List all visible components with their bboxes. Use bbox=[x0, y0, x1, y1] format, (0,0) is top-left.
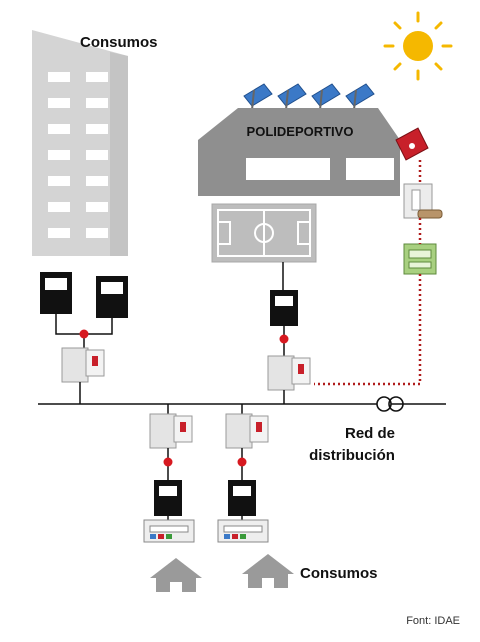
energy-meter-icon bbox=[403, 243, 437, 275]
meter-icon bbox=[270, 290, 298, 326]
junction-dot bbox=[79, 329, 89, 339]
solar-panels bbox=[243, 83, 375, 111]
sports-court bbox=[211, 203, 317, 263]
solar-panel-icon bbox=[277, 83, 307, 111]
distribution-panel-icon bbox=[149, 413, 193, 449]
disconnect-switch-icon bbox=[403, 183, 443, 219]
homes-consumption-label: Consumos bbox=[300, 565, 378, 582]
meter-icon bbox=[40, 272, 72, 314]
junction-dot bbox=[279, 334, 289, 344]
sun-icon bbox=[383, 11, 453, 81]
distribution-panel-icon bbox=[225, 413, 269, 449]
sports-centre-label: POLIDEPORTIVO bbox=[247, 124, 354, 139]
breaker-panel-icon bbox=[143, 519, 195, 543]
breaker-panel-icon bbox=[217, 519, 269, 543]
building-consumption-label: Consumos bbox=[80, 34, 158, 51]
junction-dot bbox=[237, 457, 247, 467]
solar-panel-icon bbox=[345, 83, 375, 111]
distribution-panel-icon bbox=[267, 355, 311, 391]
source-credit: Font: IDAE bbox=[406, 615, 460, 627]
solar-panel-icon bbox=[243, 83, 273, 111]
sports-centre-building bbox=[198, 108, 400, 196]
apartment-building bbox=[32, 30, 128, 256]
junction-dot bbox=[163, 457, 173, 467]
inverter-icon bbox=[395, 127, 429, 161]
pv-to-panel-link bbox=[314, 274, 422, 386]
grid-label-line2: distribución bbox=[309, 447, 395, 464]
house-icon bbox=[150, 558, 202, 592]
distribution-panel-icon bbox=[61, 347, 105, 383]
meter-icon bbox=[228, 480, 256, 516]
solar-panel-icon bbox=[311, 83, 341, 111]
grid-label-line1: Red de bbox=[345, 425, 395, 442]
meter-icon bbox=[154, 480, 182, 516]
house-icon bbox=[242, 554, 294, 588]
transformer-icon bbox=[376, 396, 404, 412]
meter-icon bbox=[96, 276, 128, 318]
